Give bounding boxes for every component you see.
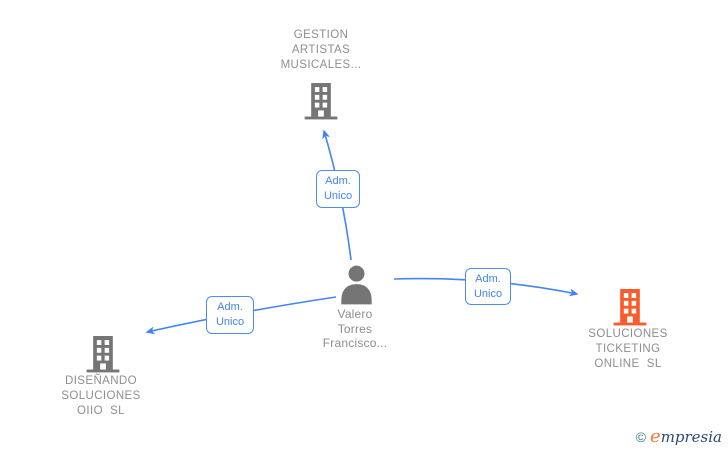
- building-icon[interactable]: [85, 335, 121, 373]
- edge-label-adm-unico-top[interactable]: Adm. Unico: [316, 170, 360, 208]
- empresia-watermark: © empresia: [636, 426, 722, 447]
- company-label-line: SOLUCIONES: [588, 328, 668, 340]
- company-label-line: DISEÑANDO: [65, 375, 137, 387]
- person-label-line: Torres: [337, 321, 373, 336]
- person-label-line: Valero: [337, 307, 373, 321]
- person-label-valero-torres[interactable]: Valero Torres Francisco...: [285, 307, 425, 351]
- edge-label-line: Unico: [215, 316, 245, 328]
- edge-label-line: Adm.: [217, 301, 243, 313]
- edge-label-adm-unico-left[interactable]: Adm. Unico: [206, 296, 254, 334]
- empresia-logo-initial: e: [650, 426, 661, 447]
- company-label-gestion-artistas[interactable]: GESTION ARTISTAS MUSICALES...: [241, 28, 401, 73]
- person-label-line: Francisco...: [322, 336, 388, 350]
- building-icon[interactable]: [303, 82, 339, 120]
- building-icon[interactable]: [612, 288, 648, 326]
- person-icon[interactable]: [338, 264, 375, 306]
- company-label-line: OIIO SL: [77, 405, 125, 417]
- company-label-line: MUSICALES...: [280, 59, 362, 71]
- company-label-disenando-soluciones[interactable]: DISEÑANDO SOLUCIONES OIIO SL: [26, 374, 176, 419]
- company-label-line: ONLINE SL: [594, 358, 662, 370]
- company-label-line: ARTISTAS: [291, 44, 351, 56]
- edge-label-line: Unico: [323, 190, 353, 202]
- edge-label-line: Unico: [473, 288, 503, 300]
- edge-label-line: Adm.: [475, 273, 501, 285]
- edge-label-adm-unico-right[interactable]: Adm. Unico: [465, 268, 511, 305]
- company-label-line: SOLUCIONES: [61, 390, 141, 402]
- company-label-soluciones-ticketing[interactable]: SOLUCIONES TICKETING ONLINE SL: [553, 327, 703, 372]
- empresia-logo-rest: mpresia: [660, 428, 722, 446]
- edge-label-line: Adm.: [325, 175, 351, 187]
- company-label-line: TICKETING: [595, 343, 661, 355]
- empresia-logo-text: empresia: [650, 426, 722, 447]
- copyright-icon: ©: [635, 429, 647, 445]
- company-label-line: GESTION: [293, 29, 349, 41]
